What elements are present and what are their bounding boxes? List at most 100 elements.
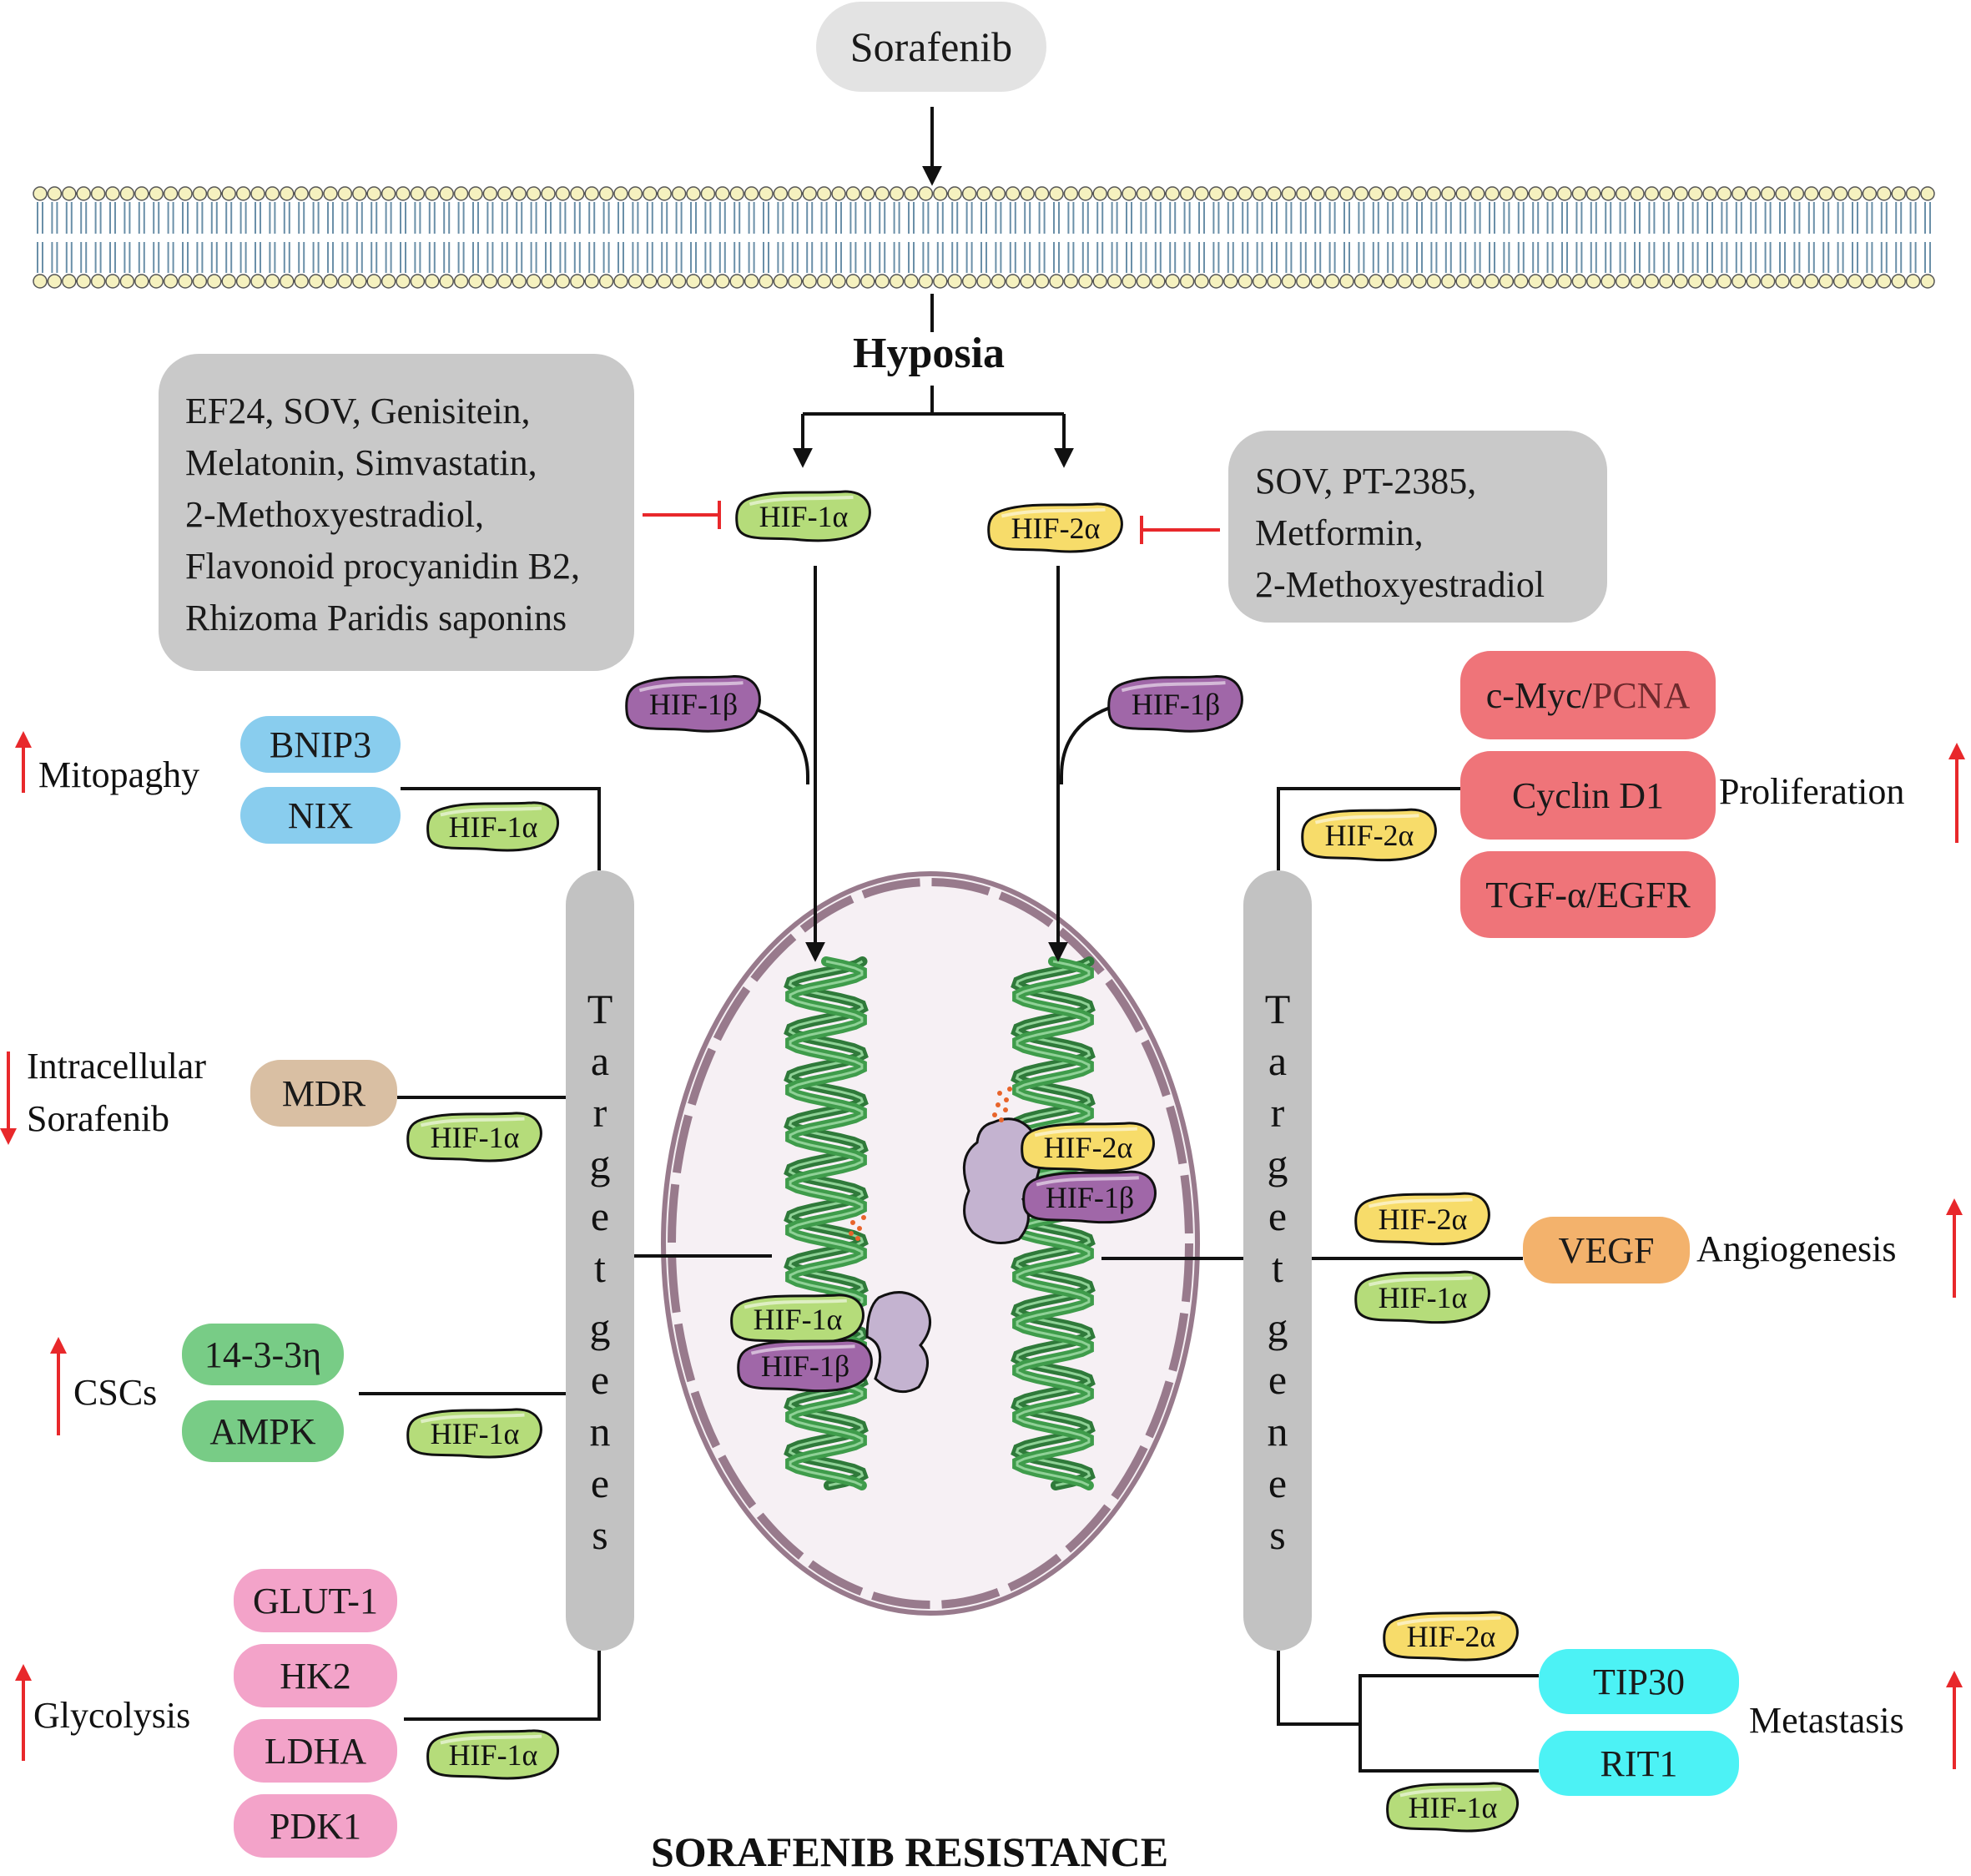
- lipid-tail: [980, 202, 987, 273]
- lipid-tail: [167, 202, 174, 273]
- lipid-head: [62, 274, 77, 289]
- dna-helix-right: [1011, 956, 1096, 1490]
- lipid-tail: [1198, 202, 1205, 273]
- angiogenesis-label: Angiogenesis: [1696, 1228, 1897, 1269]
- lipid-head: [1281, 186, 1297, 201]
- target-genes-letter: T: [587, 986, 613, 1032]
- target-genes-letter: g: [1267, 1141, 1288, 1188]
- lipid-head: [1818, 186, 1833, 201]
- lipid-tail: [225, 202, 233, 273]
- hif1a-blob-metastasis: HIF-1α: [1384, 1780, 1522, 1835]
- lipid-head: [613, 274, 628, 289]
- lipid-head: [1179, 274, 1195, 289]
- lipid-tail: [457, 202, 465, 273]
- lipid-tail: [1111, 202, 1118, 273]
- lipid-tail: [196, 202, 204, 273]
- lipid-tail: [1750, 202, 1757, 273]
- gene-nix: NIX: [240, 787, 401, 844]
- target-genes-bar-right: [1243, 870, 1312, 1651]
- gene-pdk1: PDK1: [234, 1794, 397, 1858]
- lipid-tail: [1024, 202, 1031, 273]
- lipid-head: [570, 186, 585, 201]
- lipid-head: [1106, 274, 1122, 289]
- lipid-head: [1469, 274, 1485, 289]
- lipid-tail: [385, 202, 392, 273]
- lipid-head: [1702, 274, 1717, 289]
- lipid-head: [1760, 274, 1776, 289]
- lipid-head: [875, 274, 890, 289]
- lipid-tail: [1489, 202, 1495, 273]
- hif2a-blob-metastasis: HIF-2α: [1380, 1609, 1522, 1664]
- blob-shape: [737, 1339, 873, 1393]
- lipid-head: [1571, 274, 1587, 289]
- lipid-head: [613, 186, 628, 201]
- hif1a-blob-mdr: HIF-1α: [404, 1110, 546, 1165]
- blob-shape: [735, 490, 871, 542]
- lipid-head: [1353, 274, 1369, 289]
- lipid-head: [976, 186, 991, 201]
- lipid-head: [686, 186, 701, 201]
- lipid-head: [1644, 186, 1660, 201]
- lipid-head: [1702, 186, 1717, 201]
- lipid-head: [933, 186, 948, 201]
- target-genes-letter: e: [1268, 1356, 1288, 1403]
- lipid-head: [1179, 186, 1195, 201]
- gene-glut1: GLUT-1: [234, 1569, 397, 1632]
- target-genes-letter: s: [1269, 1511, 1286, 1558]
- lipid-head: [1746, 186, 1761, 201]
- nucleus: [661, 871, 1200, 1616]
- lipid-tail: [820, 202, 828, 273]
- lipid-tail: [1532, 202, 1540, 273]
- lipid-head: [1891, 186, 1906, 201]
- lipid-head: [961, 186, 977, 201]
- lipid-head: [1832, 274, 1848, 289]
- lipid-tail: [400, 202, 406, 273]
- target-genes-letter: T: [1264, 986, 1291, 1032]
- lipid-head: [1847, 274, 1863, 289]
- lipid-head: [555, 274, 571, 289]
- lipid-head: [991, 274, 1006, 289]
- lipid-head: [1615, 274, 1631, 289]
- lipid-tail: [1140, 202, 1147, 273]
- lipid-head: [1049, 186, 1064, 201]
- lipid-head: [1485, 186, 1500, 201]
- lipid-head: [584, 274, 599, 289]
- lipid-head: [1687, 186, 1703, 201]
- inhibitor-line: Rhizoma Paridis saponins: [185, 598, 567, 638]
- lipid-head: [1006, 186, 1021, 201]
- lipid-head: [1020, 186, 1035, 201]
- lipid-tail: [1895, 202, 1903, 273]
- hif1b-join-left: [750, 706, 809, 784]
- blob-shape: [1354, 1270, 1490, 1324]
- target-genes-letter: g: [589, 1141, 611, 1188]
- lipid-tail: [777, 202, 784, 273]
- lipid-head: [1092, 274, 1107, 289]
- lipid-tail: [675, 202, 683, 273]
- lipid-head: [178, 186, 193, 201]
- lipid-head: [1469, 186, 1485, 201]
- lipid-tail: [545, 202, 552, 273]
- lipid-head: [280, 186, 295, 201]
- lipid-head: [265, 186, 280, 201]
- lipid-tail: [1909, 202, 1917, 273]
- lipid-head: [1106, 186, 1122, 201]
- sorafenib-resistance-title: SORAFENIB RESISTANCE: [651, 1828, 1169, 1875]
- lipid-head: [541, 186, 556, 201]
- lipid-head: [453, 186, 469, 201]
- hif2a-inhibitors-box: SOV, PT-2385, Metformin, 2-Methoxyestrad…: [1228, 431, 1607, 623]
- blob-shape: [1383, 1611, 1519, 1662]
- lipid-head: [1789, 274, 1805, 289]
- lipid-head: [1732, 274, 1747, 289]
- lipid-head: [570, 274, 585, 289]
- activation-dots-left: [849, 1215, 866, 1241]
- lipid-head: [1049, 274, 1064, 289]
- lipid-head: [90, 186, 106, 201]
- lipid-head: [1369, 186, 1384, 201]
- hif2a-blob-proliferation: HIF-2α: [1298, 806, 1440, 865]
- lipid-head: [1412, 186, 1427, 201]
- lipid-head: [831, 274, 846, 289]
- lipid-tail: [1242, 202, 1249, 273]
- lipid-head: [119, 274, 135, 289]
- blob-shape: [625, 675, 761, 733]
- hif2a-label: HIF-2α: [1406, 1620, 1496, 1653]
